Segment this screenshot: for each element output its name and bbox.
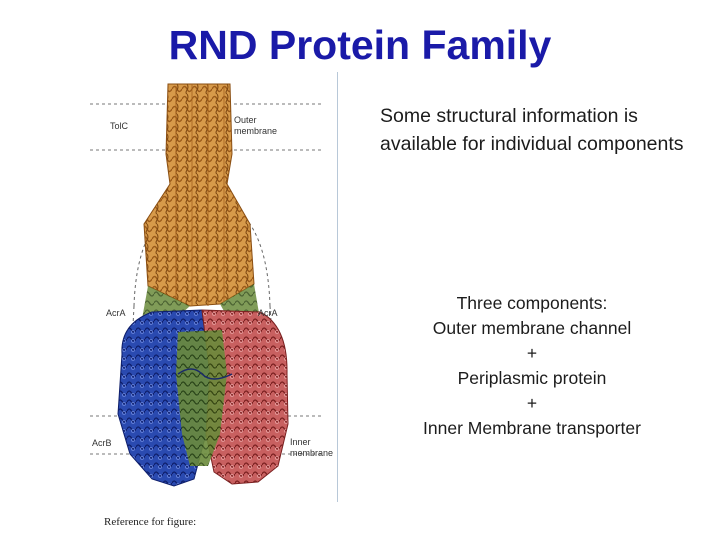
vertical-divider (337, 72, 338, 502)
label-outer-membrane-1: Outer (234, 115, 257, 125)
structural-info-text: Some structural information is available… (380, 105, 684, 155)
label-acrb: AcrB (92, 438, 112, 448)
components-line: Three components: (456, 293, 608, 313)
label-acra-right: AcrA (258, 308, 278, 318)
components-line: + (526, 343, 538, 363)
components-line: Inner Membrane transporter (423, 418, 641, 438)
figure-reference-caption: Reference for figure: (104, 516, 197, 528)
slide-title: RND Protein Family (168, 22, 552, 68)
components-line: Periplasmic protein (457, 368, 607, 388)
components-list: Three components: Outer membrane channel… (380, 291, 684, 441)
protein-structure-figure: TolC Outer membrane AcrA AcrA AcrB Inner… (82, 74, 344, 504)
label-inner-membrane-2: membrane (290, 448, 333, 458)
components-line: + (526, 393, 538, 413)
periplasm-envelope (133, 198, 193, 307)
label-acra-left: AcrA (106, 308, 126, 318)
acrb-structure (117, 309, 289, 487)
components-line: Outer membrane channel (432, 318, 632, 338)
label-tolc: TolC (110, 121, 129, 131)
label-outer-membrane-2: membrane (234, 126, 277, 136)
label-inner-membrane-1: Inner (290, 437, 311, 447)
protein-structure-illustration: TolC Outer membrane AcrA AcrA AcrB Inner… (90, 83, 333, 487)
